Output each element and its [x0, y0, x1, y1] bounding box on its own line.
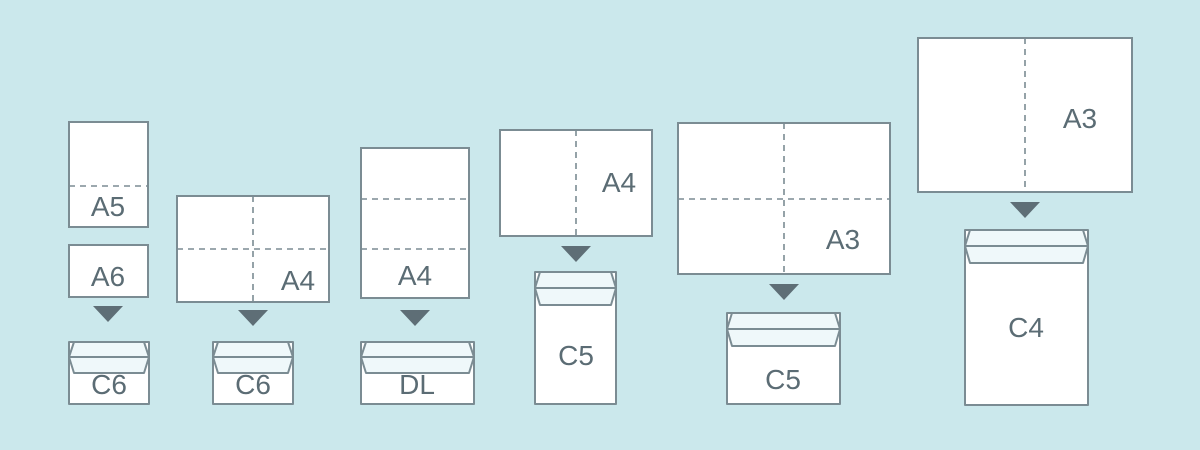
envelope-c4[interactable]: C4 — [964, 229, 1089, 406]
envelope-c4-flap — [964, 229, 1089, 247]
envelope-c5-portrait-band — [534, 287, 617, 306]
envelope-c6-a-band — [68, 356, 150, 374]
paper-a4-trifold[interactable]: A4 — [360, 147, 470, 299]
paper-a5[interactable]: A5 — [68, 121, 149, 228]
down-arrow-icon — [400, 310, 430, 326]
paper-a4-cross[interactable]: A4 — [176, 195, 330, 303]
down-arrow-icon — [1010, 202, 1040, 218]
envelope-c5-landscape-flap — [726, 312, 841, 330]
down-arrow-icon — [769, 284, 799, 300]
paper-a3-half-label: A3 — [1063, 103, 1097, 134]
column-5-group: A3 C5 — [677, 122, 891, 405]
paper-a3-cross-label: A3 — [826, 224, 860, 255]
paper-a6[interactable]: A6 — [68, 244, 149, 298]
paper-a6-sheet — [68, 244, 149, 298]
envelope-c6-a-label: C6 — [91, 369, 127, 400]
envelope-c5-portrait[interactable]: C5 — [534, 271, 617, 405]
envelope-dl-flap — [360, 341, 475, 358]
column-3-group: A4 DL — [360, 147, 475, 405]
paper-a6-label: A6 — [91, 261, 125, 292]
down-arrow-icon — [93, 306, 123, 322]
paper-a3-cross[interactable]: A3 — [677, 122, 891, 275]
envelope-c5-portrait-flap — [534, 271, 617, 289]
column-2-group: A4 C6 — [176, 195, 330, 405]
column-6-group: A3 C4 — [917, 37, 1133, 406]
envelope-c5-landscape[interactable]: C5 — [726, 312, 841, 405]
paper-a4-half-label: A4 — [602, 167, 636, 198]
envelope-c6-b-band — [212, 356, 294, 374]
envelope-dl-band — [360, 356, 475, 374]
envelope-c4-band — [964, 245, 1089, 264]
paper-a4-cross-label: A4 — [281, 265, 315, 296]
envelope-c4-label: C4 — [1008, 312, 1044, 343]
column-1-group: A5 A6 C6 — [68, 121, 150, 405]
envelope-c6-b-flap — [212, 341, 294, 358]
down-arrow-icon — [238, 310, 268, 326]
paper-a3-half[interactable]: A3 — [917, 37, 1133, 193]
envelope-c6-a[interactable]: C6 — [68, 341, 150, 405]
paper-a4-trifold-sheet — [360, 147, 470, 299]
column-4-group: A4 C5 — [499, 129, 653, 405]
paper-a4-trifold-label: A4 — [398, 260, 432, 291]
paper-a5-sheet — [68, 121, 149, 228]
envelope-c5-landscape-label: C5 — [765, 364, 801, 395]
paper-a5-label: A5 — [91, 191, 125, 222]
down-arrow-icon — [561, 246, 591, 262]
paper-a4-half[interactable]: A4 — [499, 129, 653, 237]
envelope-c5-landscape-band — [726, 328, 841, 347]
envelope-c6-a-flap — [68, 341, 150, 358]
envelope-c5-portrait-label: C5 — [558, 340, 594, 371]
envelope-c6-b[interactable]: C6 — [212, 341, 294, 405]
envelope-dl-label: DL — [399, 369, 435, 400]
envelope-dl[interactable]: DL — [360, 341, 475, 405]
envelope-c6-b-label: C6 — [235, 369, 271, 400]
